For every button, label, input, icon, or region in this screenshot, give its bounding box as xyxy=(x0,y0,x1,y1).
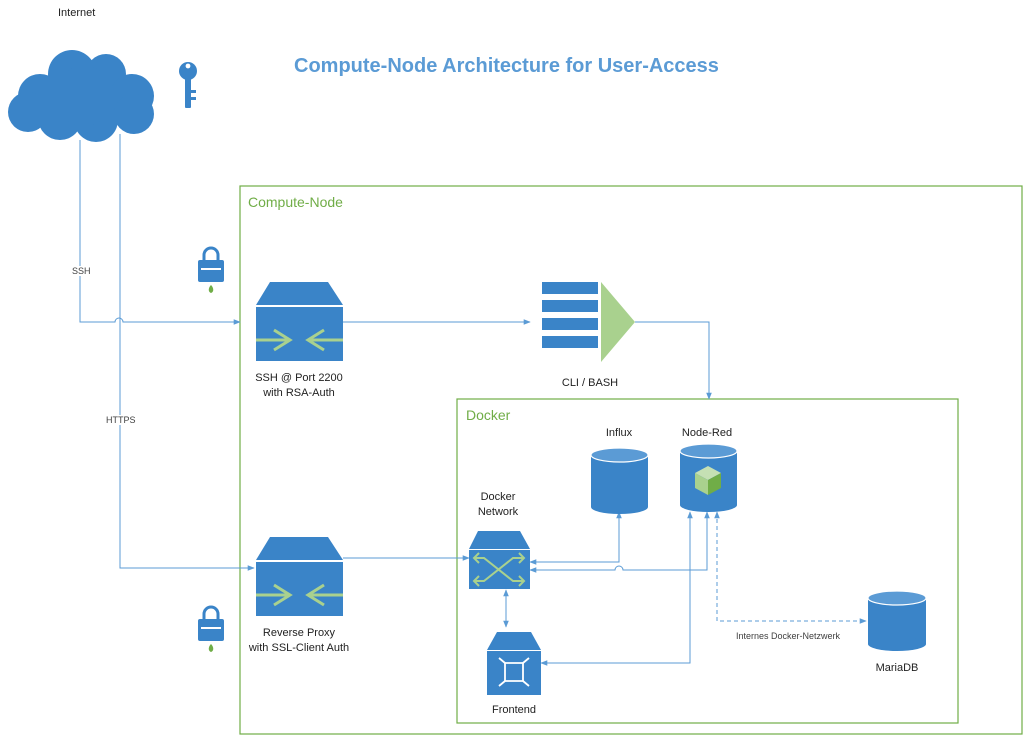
influx-database-icon xyxy=(590,447,649,514)
frontend-nodered-connection xyxy=(540,511,693,666)
reverse-proxy-icon xyxy=(256,537,343,616)
docker-network-label-line1: Docker xyxy=(480,491,516,503)
frontend-icon xyxy=(487,632,541,695)
internal-network-edge-label: Internes Docker-Netzwerk xyxy=(736,631,841,641)
https-edge-label: HTTPS xyxy=(106,415,136,425)
ssh-gateway-label: SSH @ Port 2200 with RSA-Auth xyxy=(234,371,364,401)
ssh-connection xyxy=(79,140,241,325)
docker-network-icon xyxy=(469,531,530,589)
frontend-label: Frontend xyxy=(491,704,537,716)
docker-network-label: Docker Network xyxy=(463,490,533,520)
mariadb-database-icon xyxy=(867,590,927,651)
ssh-edge-label: SSH xyxy=(72,266,91,276)
lock-icon-ssh xyxy=(198,246,224,293)
reverse-proxy-label: Reverse Proxy with SSL-Client Auth xyxy=(229,626,369,656)
reverse-proxy-label-line2: with SSL-Client Auth xyxy=(248,642,350,654)
cli-icon xyxy=(542,282,635,362)
ssh-gateway-icon xyxy=(256,282,343,361)
mariadb-label: MariaDB xyxy=(875,662,919,674)
compute-node-frame xyxy=(239,185,1023,735)
cli-label: CLI / BASH xyxy=(561,377,619,389)
influx-label: Influx xyxy=(605,427,633,439)
node-red-label: Node-Red xyxy=(681,427,733,439)
cli-to-docker-connection xyxy=(635,321,712,400)
cube-icon xyxy=(695,466,721,495)
nodered-mariadb-connection xyxy=(714,511,867,624)
lock-icon-https xyxy=(198,605,224,652)
diagram-title: Compute-Node Architecture for User-Acces… xyxy=(294,55,719,77)
https-connection xyxy=(119,134,255,571)
reverse-proxy-label-line1: Reverse Proxy xyxy=(262,627,336,639)
compute-node-label: Compute-Node xyxy=(248,194,343,210)
cloud-icon xyxy=(8,50,154,142)
key-icon xyxy=(179,62,197,108)
ssh-gateway-label-line2: with RSA-Auth xyxy=(263,387,335,399)
ssh-gateway-label-line1: SSH @ Port 2200 xyxy=(255,372,343,384)
docker-label: Docker xyxy=(466,407,511,423)
network-influx-connection xyxy=(529,511,622,565)
internet-label: Internet xyxy=(58,7,96,19)
docker-network-label-line2: Network xyxy=(477,506,519,518)
